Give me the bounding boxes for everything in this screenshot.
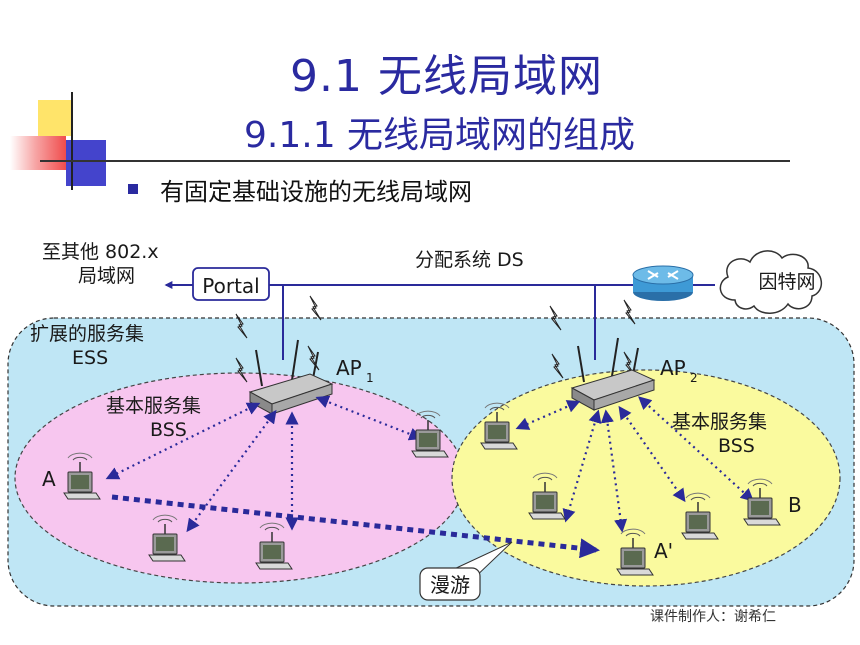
bullet-text: 有固定基础设施的无线局域网 [160,178,472,206]
access-point-1-icon [248,339,334,415]
ess-label-2: ESS [72,347,108,369]
bss1-label-1: 基本服务集 [106,395,201,417]
link-ap2-laptop [618,405,686,503]
ap2-label: AP [660,356,686,380]
bullet-marker [128,184,138,194]
ds-label: 分配系统 DS [415,249,524,271]
internet-cloud-icon [719,250,822,314]
link-ap1-laptop [186,409,277,533]
bss2-label-1: 基本服务集 [672,411,767,433]
roam-callout [419,567,481,601]
decor-vertical-line [71,92,73,190]
link-ap1-a [105,402,261,480]
internet-label: 因特网 [758,271,815,293]
wireless-bolt-icon [309,295,322,321]
ap1-label: AP [336,356,362,380]
link-ap2-laptop [562,409,602,523]
other-lan-label-2: 局域网 [78,265,135,287]
link-ap2-b [638,396,754,502]
ap2-subscript: 2 [690,371,698,385]
title-underline [40,160,790,162]
link-ap1-laptop [315,395,423,441]
page-title: 9.1 无线局域网 [290,51,603,102]
access-point-2-icon [570,337,656,411]
other-lan-label-1: 至其他 802.x [42,241,159,263]
footer-credit: 课件制作人：谢希仁 [650,609,776,625]
router-icon [632,265,694,301]
bss1-label-2: BSS [150,419,187,441]
roam-label: 漫游 [430,573,470,597]
link-ap2-laptop [515,400,581,430]
decor-square-yellow [38,100,72,136]
portal-label: Portal [202,274,259,298]
station-b-label: B [788,493,802,517]
page-subtitle: 9.1.1 无线局域网的组成 [244,115,636,156]
ess-label-1: 扩展的服务集 [30,323,144,345]
bss2-label-2: BSS [718,435,755,457]
portal-box [192,267,270,301]
station-a-prime-label: A' [654,539,673,563]
roaming-arrow [111,494,600,559]
station-a-label: A [42,467,56,491]
ap1-subscript: 1 [366,371,374,385]
decor-square-red [10,136,66,170]
link-ap2-a-prime [600,409,628,533]
